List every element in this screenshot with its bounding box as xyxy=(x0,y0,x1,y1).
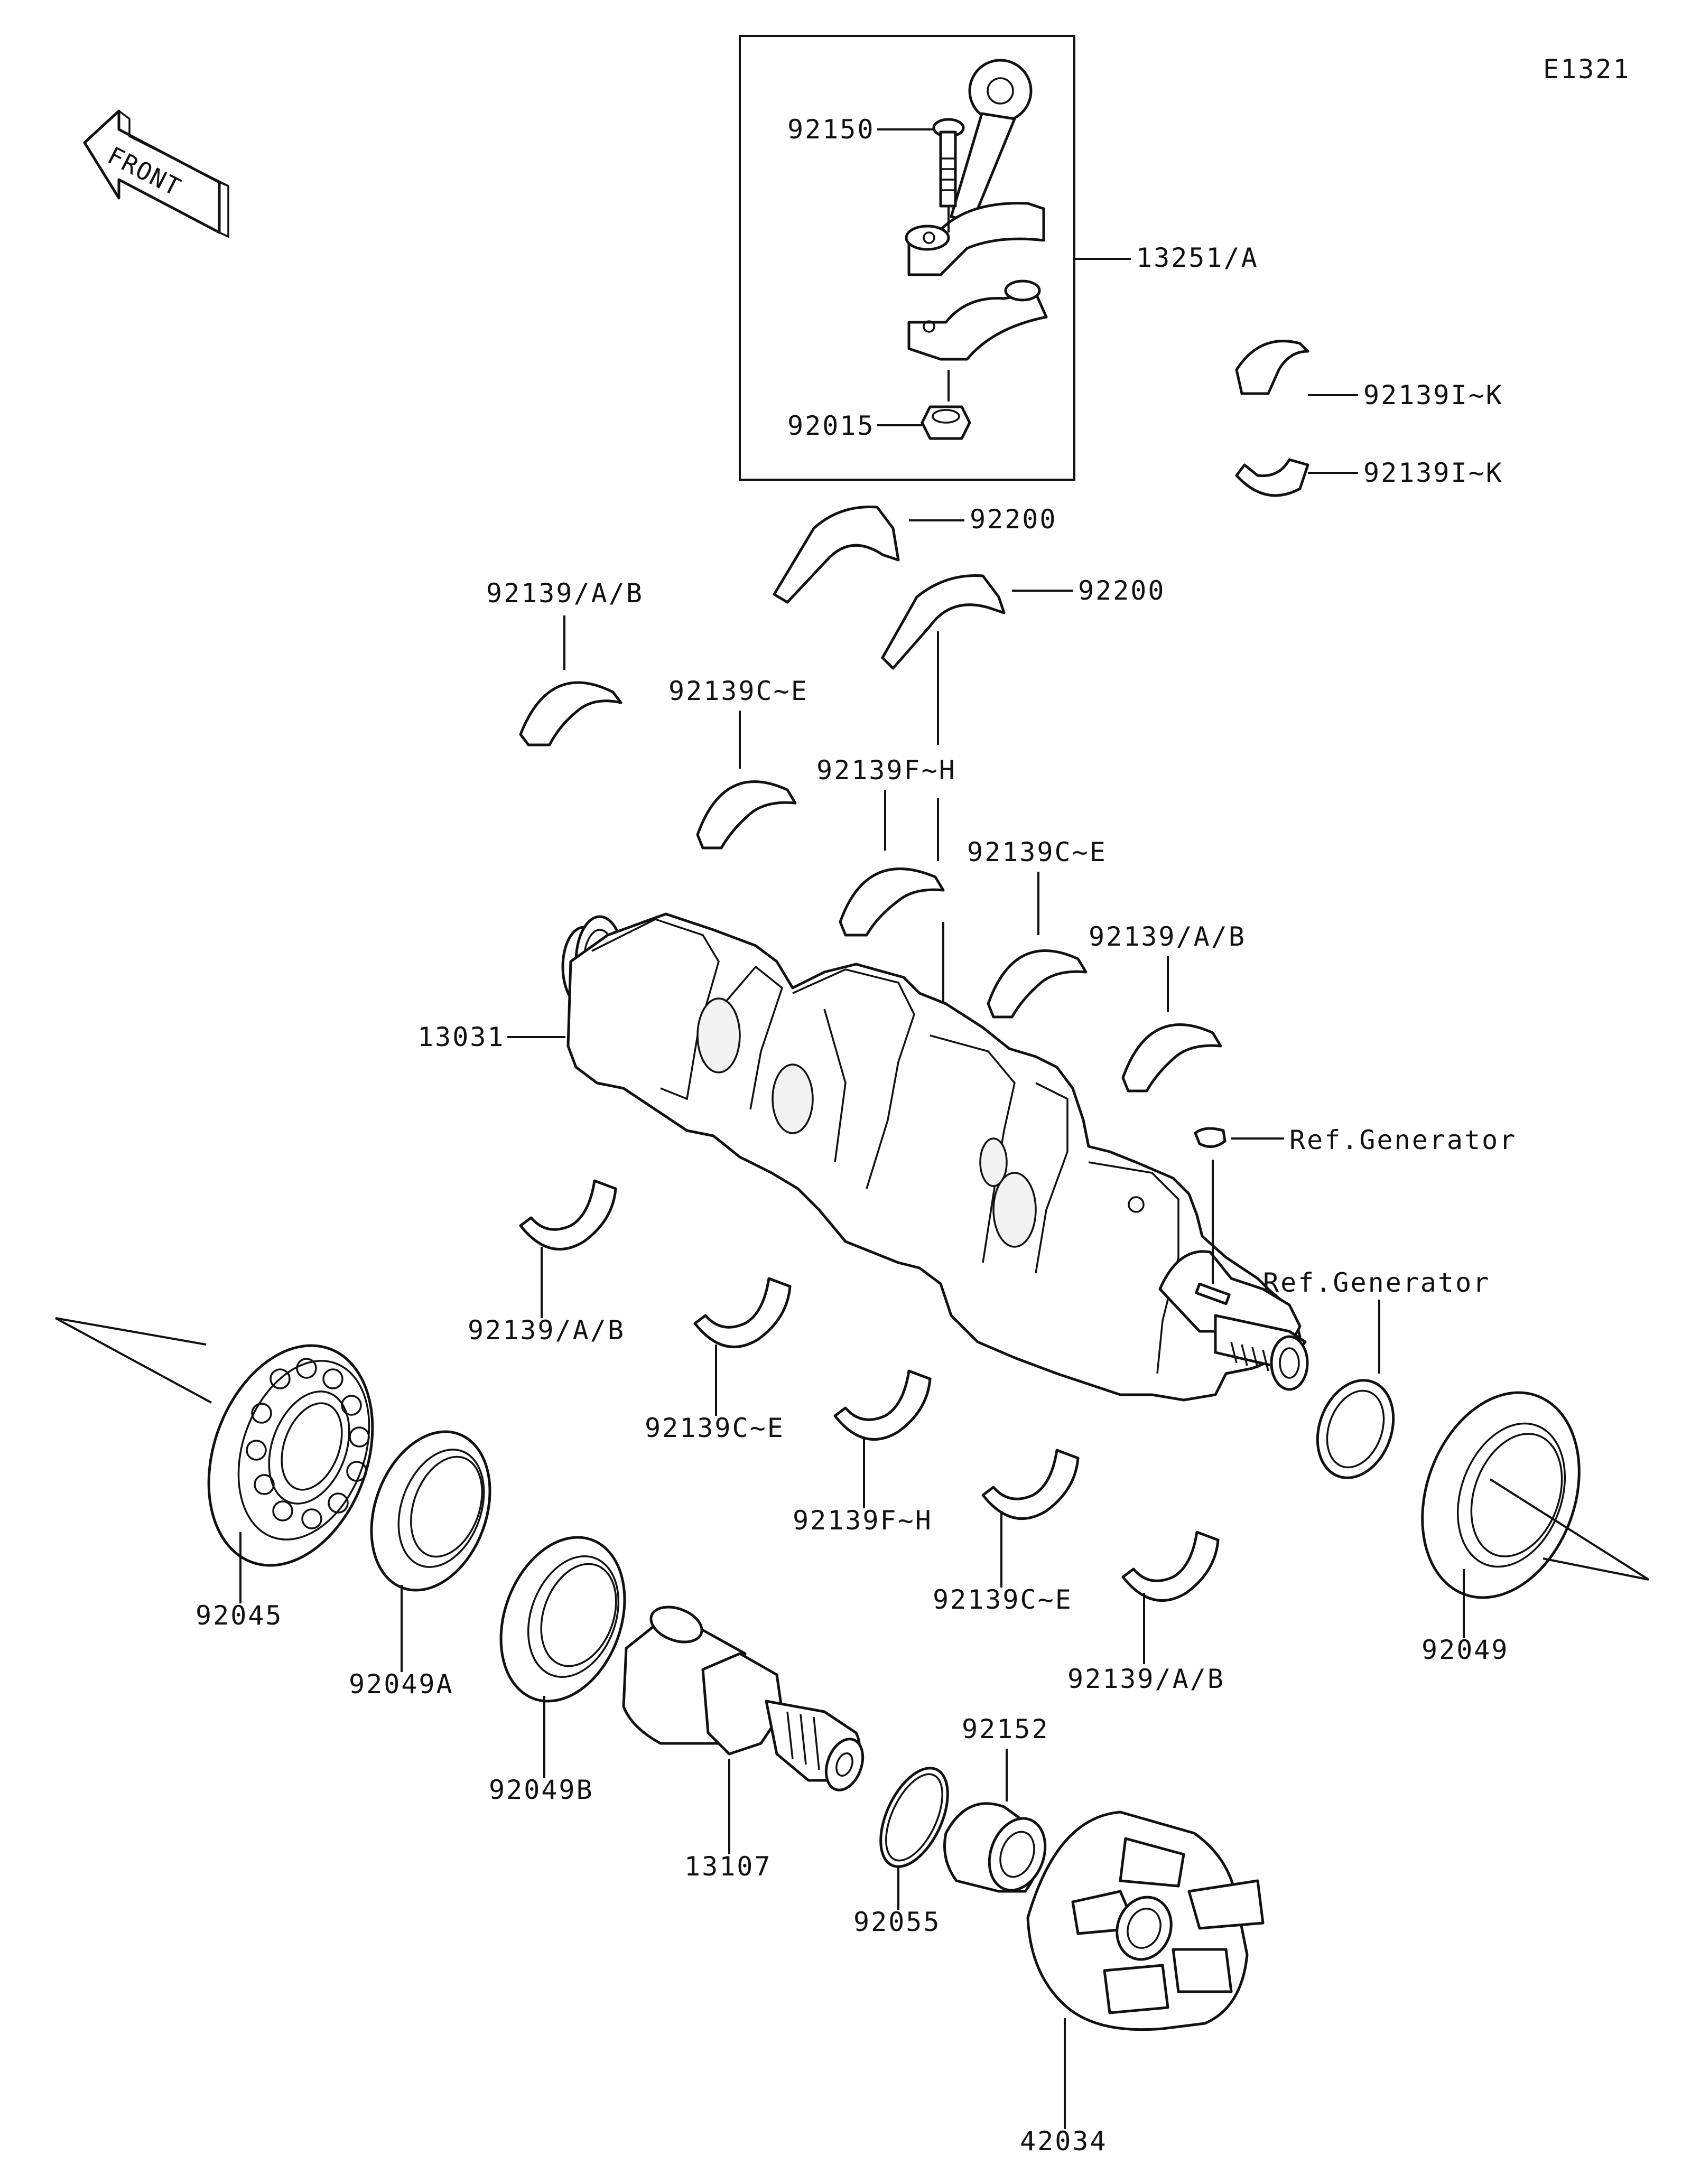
callout-13031: 13031 xyxy=(417,1022,505,1052)
o-ring-icon xyxy=(879,1767,949,1868)
callout-92049a: 92049A xyxy=(349,1669,454,1700)
conn-rod-nut-icon xyxy=(921,405,971,440)
collar-icon xyxy=(943,1802,1047,1893)
main-bearing-upper-fh-icon xyxy=(839,867,945,937)
conn-rod-bearing-lower-icon xyxy=(1235,458,1309,497)
oil-seal-b-icon xyxy=(499,1536,626,1703)
callout-42034: 42034 xyxy=(1020,2126,1108,2157)
conn-rod-bearing-upper-icon xyxy=(1235,340,1309,395)
callout-92139ab-lower-1: 92139/A/B xyxy=(468,1315,625,1346)
callout-ref-generator-2: Ref.Generator xyxy=(1263,1267,1490,1298)
diagram-code: E1321 xyxy=(1543,54,1631,85)
conn-rod-bolt-icon xyxy=(932,118,965,208)
callout-13107: 13107 xyxy=(684,1851,772,1882)
shaft-coupling-icon xyxy=(622,1606,865,1791)
main-bearing-lower-ce-2-icon xyxy=(981,1449,1080,1520)
callout-92200-2: 92200 xyxy=(1078,575,1166,606)
callout-92055: 92055 xyxy=(853,1907,941,1937)
main-bearing-lower-ab-1-icon xyxy=(519,1179,617,1250)
front-direction-arrow-icon: FRONT xyxy=(83,109,229,238)
callout-92139ce-lower-2: 92139C~E xyxy=(933,1584,1073,1615)
main-bearing-upper-ab-2-icon xyxy=(1121,1023,1222,1093)
callout-92015: 92015 xyxy=(787,410,875,441)
callout-92049b: 92049B xyxy=(489,1775,594,1805)
ball-bearing-icon xyxy=(207,1344,374,1567)
woodruff-key-icon xyxy=(1194,1127,1227,1148)
callout-13251-a: 13251/A xyxy=(1136,242,1259,273)
thrust-washer-2-icon xyxy=(881,574,1006,670)
callout-92139ce-lower-1: 92139C~E xyxy=(645,1413,785,1443)
callout-92139ce-upper-1: 92139C~E xyxy=(668,676,809,706)
callout-92139fh-upper: 92139F~H xyxy=(816,755,956,786)
callout-92139ab-lower-2: 92139/A/B xyxy=(1067,1664,1225,1694)
callout-92139ce-upper-2: 92139C~E xyxy=(967,837,1107,867)
callout-92139ik-lower: 92139I~K xyxy=(1363,458,1503,488)
callout-92150: 92150 xyxy=(787,114,875,145)
main-bearing-upper-ce-2-icon xyxy=(987,949,1088,1019)
oil-seal-right-icon xyxy=(1421,1391,1581,1599)
oil-seal-a-icon xyxy=(370,1430,491,1592)
callout-92152: 92152 xyxy=(962,1714,1049,1744)
callout-92139fh-lower: 92139F~H xyxy=(793,1505,933,1536)
callout-92139ab-upper-1: 92139/A/B xyxy=(486,578,644,609)
main-bearing-lower-ce-1-icon xyxy=(693,1277,792,1348)
callout-92139ik-upper: 92139I~K xyxy=(1363,380,1503,410)
callout-92200-1: 92200 xyxy=(970,504,1057,535)
main-bearing-upper-ce-1-icon xyxy=(696,780,797,850)
thrust-washer-1-icon xyxy=(773,506,900,604)
main-bearing-lower-ab-2-icon xyxy=(1121,1530,1220,1602)
callout-92049: 92049 xyxy=(1421,1635,1509,1665)
main-bearing-upper-ab-1-icon xyxy=(519,681,622,746)
callout-ref-generator-1: Ref.Generator xyxy=(1289,1125,1517,1155)
generator-seal-ring-icon xyxy=(1316,1379,1395,1479)
connecting-rod-icon xyxy=(905,59,1048,361)
callout-92139ab-upper-2: 92139/A/B xyxy=(1089,921,1246,952)
callout-92045: 92045 xyxy=(196,1600,283,1631)
main-bearing-lower-fh-icon xyxy=(833,1369,932,1441)
crankshaft-icon xyxy=(561,912,1309,1402)
coupling-icon xyxy=(1026,1810,1265,2031)
